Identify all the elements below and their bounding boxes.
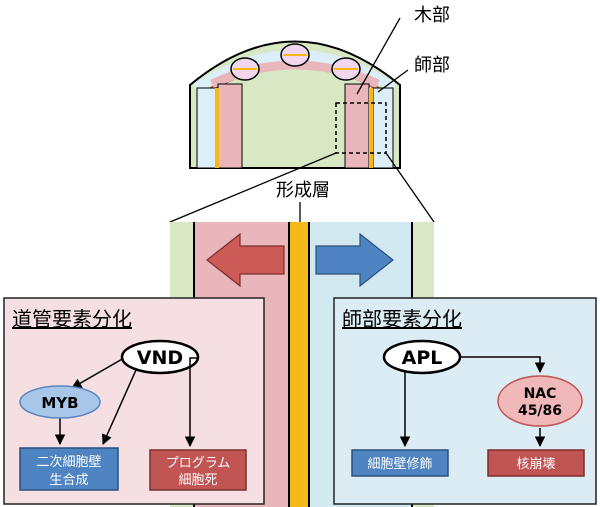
zoom-line-left bbox=[169, 152, 337, 223]
pcd-line1: プログラム bbox=[166, 456, 231, 471]
cambium-label: 形成層 bbox=[276, 180, 330, 201]
vessel-differentiation-panel: 道管要素分化 VND MYB 二次細胞壁 生合成 プログラム 細胞死 bbox=[3, 297, 265, 505]
myb-label: MYB bbox=[41, 394, 78, 412]
phloem-leader bbox=[377, 69, 409, 93]
phloem-label: 師部 bbox=[414, 55, 450, 76]
apl-label: APL bbox=[402, 347, 443, 369]
secondary-wall-line2: 生合成 bbox=[49, 473, 88, 488]
apl-node bbox=[382, 339, 462, 375]
pcd-line2: 細胞死 bbox=[178, 473, 217, 488]
secondary-wall-line1: 二次細胞壁 bbox=[36, 454, 101, 470]
nuclear-degradation-box bbox=[487, 449, 585, 477]
cambium-zone bbox=[290, 222, 308, 507]
xylem-direction-arrow bbox=[206, 232, 285, 288]
zoom-line-right bbox=[385, 152, 435, 223]
xylem-leader bbox=[356, 17, 401, 95]
pcd-box bbox=[149, 449, 247, 491]
nac-node bbox=[497, 375, 583, 427]
vnd-node bbox=[120, 339, 200, 375]
left-panel-title: 道管要素分化 bbox=[12, 307, 132, 331]
phloem-differentiation-panel: 師部要素分化 APL NAC 45/86 細胞壁修飾 核崩壊 bbox=[333, 297, 597, 505]
stem-illustration bbox=[189, 40, 401, 169]
secondary-wall-box bbox=[19, 447, 119, 491]
xylem-label: 木部 bbox=[414, 5, 450, 26]
zoom-box bbox=[335, 102, 387, 154]
left-xylem-strip bbox=[217, 83, 243, 169]
nac-line2: 45/86 bbox=[518, 403, 562, 419]
wall-modification-label: 細胞壁修飾 bbox=[367, 457, 432, 472]
phloem-direction-arrow bbox=[315, 232, 394, 288]
wall-modification-box bbox=[351, 449, 449, 477]
nac-line1: NAC bbox=[524, 386, 557, 402]
myb-node bbox=[19, 385, 101, 419]
right-panel-title: 師部要素分化 bbox=[342, 307, 462, 331]
right-phloem-strip bbox=[344, 83, 370, 169]
nuclear-degradation-label: 核崩壊 bbox=[516, 457, 555, 472]
vnd-label: VND bbox=[137, 347, 183, 369]
